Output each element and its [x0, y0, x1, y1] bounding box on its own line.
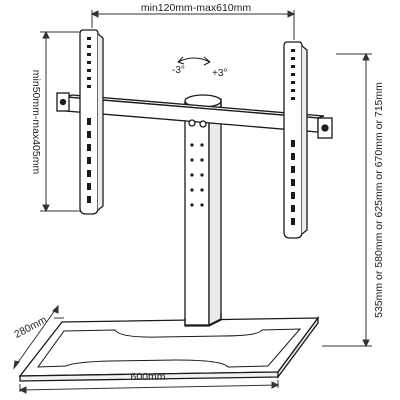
column-foot: [184, 313, 222, 327]
base-inner-recess: [36, 328, 302, 368]
crossbar: [56, 92, 333, 139]
vesa-width-dimension: [90, 10, 296, 40]
left-vesa-arm: [79, 29, 104, 215]
base-width-label: 600mm: [130, 371, 165, 383]
tilt-arc-arrow: [177, 57, 211, 63]
column: [184, 94, 222, 327]
base-top-surface: [18, 317, 320, 377]
tilt-minus-label: -3°: [172, 65, 185, 76]
center-bolt-left: [188, 119, 196, 127]
tilt-indicator: [177, 56, 211, 66]
column-side: [208, 98, 222, 327]
overall-height-dimension: [322, 52, 372, 348]
vesa-height-dimension: [40, 30, 80, 213]
right-arm-slots: [291, 49, 295, 225]
left-arm-slots: [87, 37, 91, 203]
vesa-height-label: min50mm-max405mm: [30, 70, 42, 175]
tilt-plus-label: +3°: [212, 68, 227, 79]
base-side-edge: [277, 316, 319, 379]
base-depth-label: 280mm: [12, 314, 49, 341]
base-depth-dimension: [13, 304, 64, 370]
right-vesa-arm: [283, 41, 308, 239]
base-width-dimension: [18, 380, 280, 394]
column-front: [184, 102, 210, 326]
vesa-width-label: min120mm-max610mm: [141, 2, 252, 14]
overall-height-label: 535mm or 580mm or 625mm or 670mm or 715m…: [373, 82, 385, 318]
column-height-holes: [190, 143, 204, 207]
base-plate: [18, 316, 320, 382]
center-bolt-right: [199, 120, 207, 128]
